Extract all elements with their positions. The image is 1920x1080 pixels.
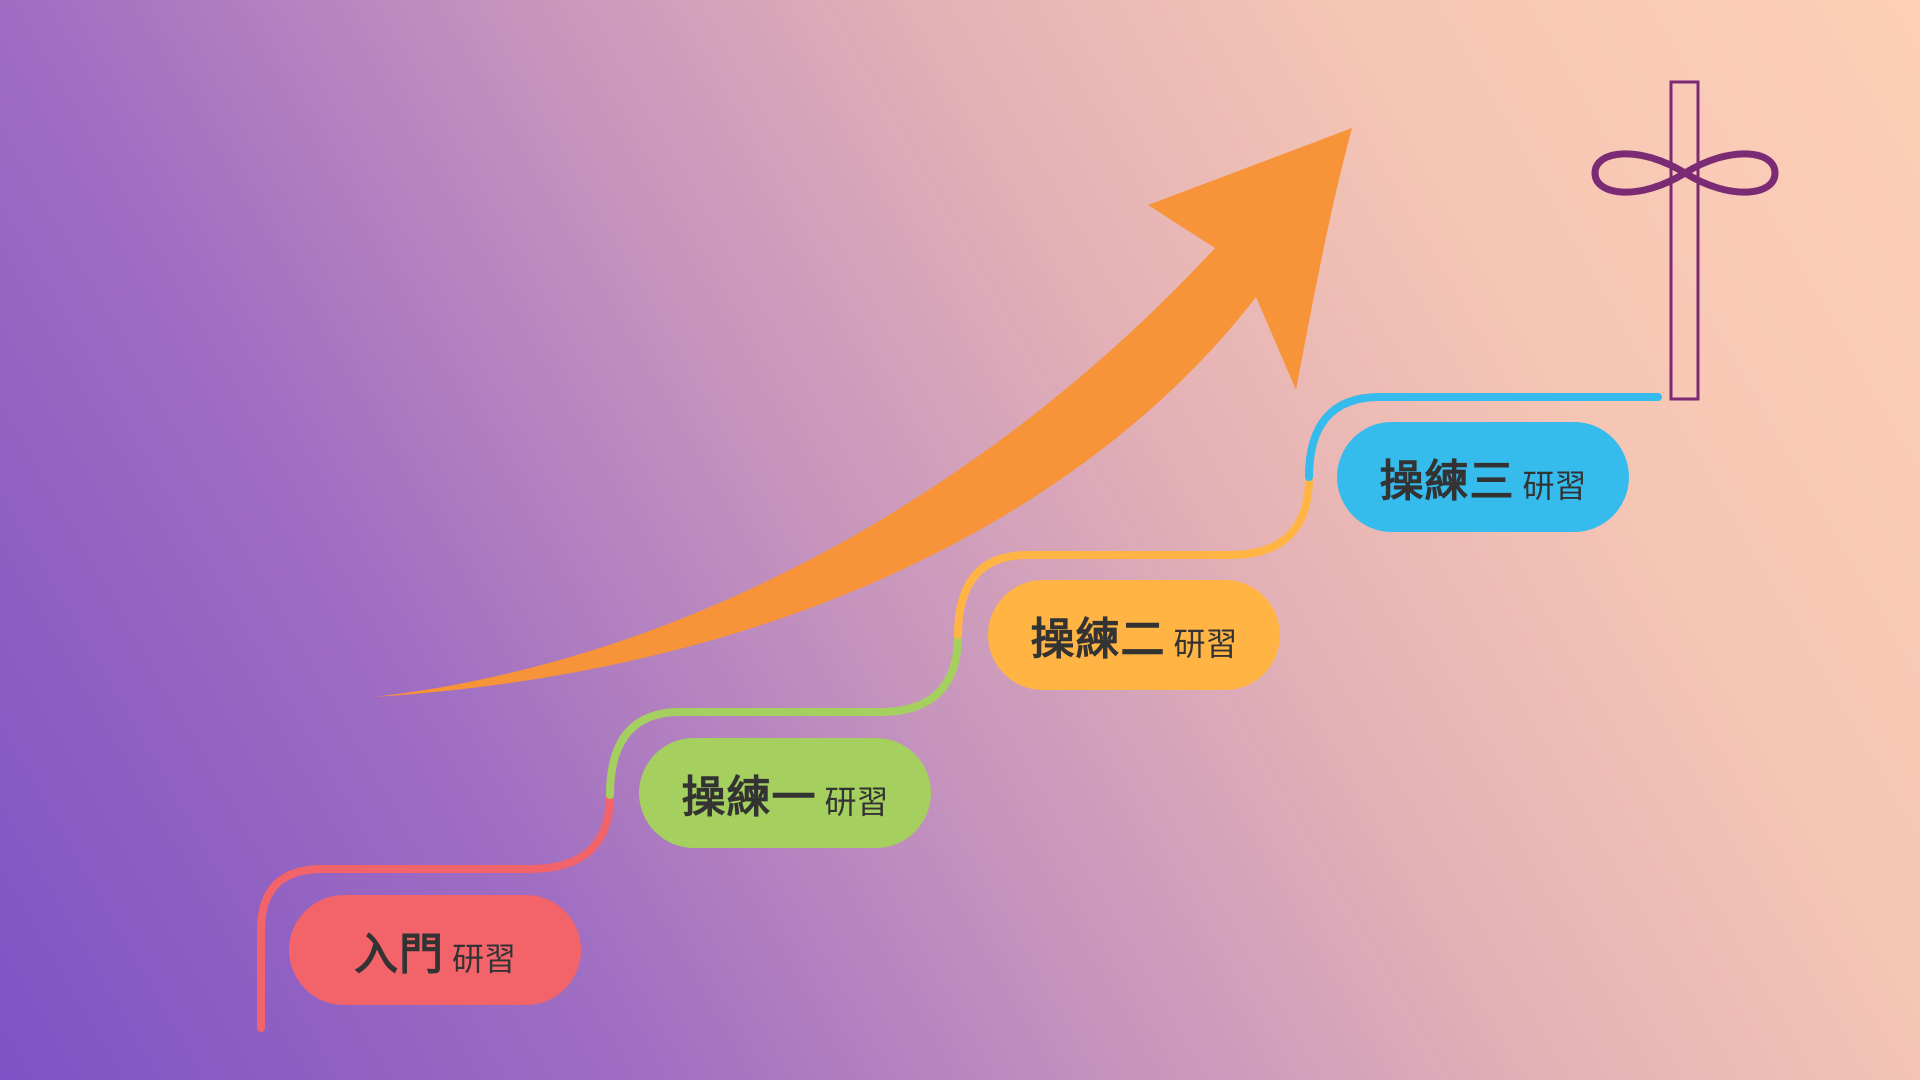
step-title: 操練二 bbox=[1030, 614, 1166, 665]
step-pill-practice-2: 操練二 研習 bbox=[988, 580, 1280, 690]
step-title: 入門 bbox=[353, 929, 444, 980]
step-suffix: 研習 bbox=[1173, 625, 1238, 663]
step-pill-practice-3: 操練三 研習 bbox=[1337, 422, 1629, 532]
step-title: 操練一 bbox=[681, 772, 817, 823]
step-suffix: 研習 bbox=[451, 940, 516, 978]
step-suffix: 研習 bbox=[824, 783, 889, 821]
step-line-2 bbox=[954, 473, 1313, 639]
step-line-0 bbox=[257, 791, 614, 1032]
step-suffix: 研習 bbox=[1522, 467, 1587, 505]
cross-infinity-icon bbox=[1591, 80, 1779, 401]
step-pill-intro: 入門 研習 bbox=[289, 895, 581, 1005]
step-line-3 bbox=[1305, 393, 1662, 481]
step-line-1 bbox=[606, 631, 962, 799]
rising-arrow-icon bbox=[373, 128, 1352, 697]
step-pill-practice-1: 操練一 研習 bbox=[639, 738, 931, 848]
step-title: 操練三 bbox=[1379, 456, 1515, 507]
